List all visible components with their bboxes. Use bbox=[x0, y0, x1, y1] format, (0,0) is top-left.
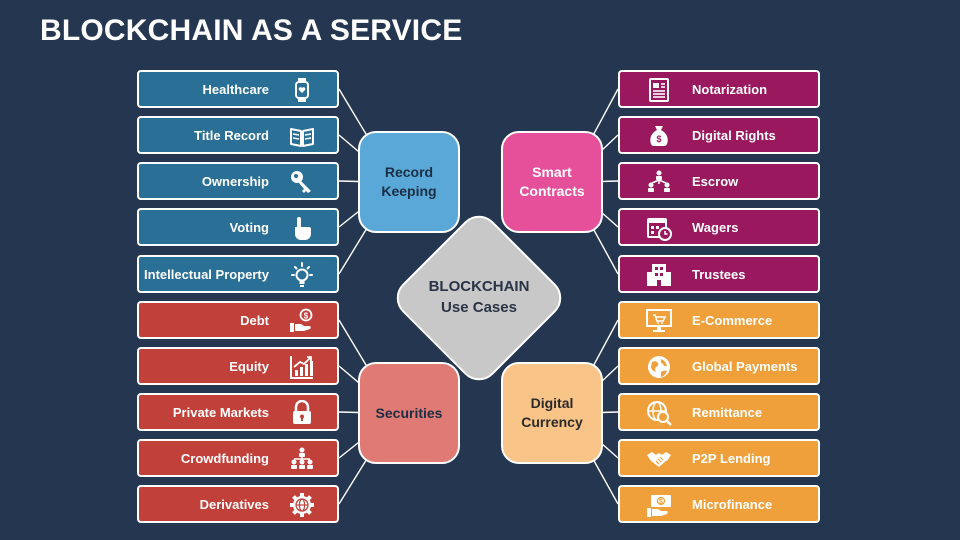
calendar-clock-icon bbox=[647, 218, 672, 241]
use-case-e-commerce: E-Commerce bbox=[618, 301, 820, 339]
use-case-label: Escrow bbox=[692, 173, 739, 189]
use-case-label: Derivatives bbox=[199, 496, 269, 512]
handshake-icon bbox=[647, 452, 671, 467]
globe-icon bbox=[648, 356, 670, 378]
center-label: BLOCKCHAIN Use Cases bbox=[418, 276, 540, 318]
use-case-label: Title Record bbox=[194, 127, 269, 143]
use-case-label: Intellectual Property bbox=[144, 266, 269, 282]
pointing-hand-icon bbox=[295, 217, 311, 240]
document-icon bbox=[649, 78, 669, 102]
padlock-icon bbox=[293, 400, 311, 424]
use-case-digital-rights: Digital Rights $ bbox=[618, 116, 820, 154]
use-case-p2p-lending: P2P Lending bbox=[618, 439, 820, 477]
svg-text:$: $ bbox=[659, 499, 663, 506]
hub-smart-contracts: Smart Contracts bbox=[501, 131, 603, 233]
key-icon bbox=[291, 171, 311, 193]
use-case-label: Equity bbox=[229, 358, 269, 374]
hub-digital-currency: Digital Currency bbox=[501, 362, 603, 464]
use-case-remittance: Remittance bbox=[618, 393, 820, 431]
use-case-crowdfunding: Crowdfunding bbox=[137, 439, 339, 477]
use-case-wagers: Wagers bbox=[618, 208, 820, 246]
building-icon bbox=[647, 264, 671, 286]
use-case-label: Remittance bbox=[692, 404, 763, 420]
cash-hand-icon: $ bbox=[647, 495, 671, 517]
use-case-label: Microfinance bbox=[692, 496, 773, 512]
use-case-derivatives: Derivatives bbox=[137, 485, 339, 523]
use-case-label: Digital Rights bbox=[692, 127, 776, 143]
use-case-private-markets: Private Markets bbox=[137, 393, 339, 431]
use-case-label: Ownership bbox=[201, 173, 269, 189]
use-case-notarization: Notarization bbox=[618, 70, 820, 108]
use-case-label: Private Markets bbox=[172, 404, 269, 420]
people-network-icon bbox=[648, 170, 670, 192]
use-case-label: Notarization bbox=[692, 81, 768, 97]
crowd-network-icon bbox=[291, 447, 313, 469]
center-label-line2: Use Cases bbox=[441, 299, 517, 316]
page-title: BLOCKCHAIN AS A SERVICE bbox=[40, 14, 463, 47]
smartwatch-heart-icon bbox=[295, 78, 309, 102]
use-case-label: Global Payments bbox=[692, 358, 798, 374]
use-case-label: Healthcare bbox=[202, 81, 269, 97]
use-case-healthcare: Healthcare bbox=[137, 70, 339, 108]
use-case-label: Crowdfunding bbox=[180, 450, 269, 466]
center-label-line1: BLOCKCHAIN bbox=[428, 278, 530, 295]
use-case-label: Wagers bbox=[692, 219, 739, 235]
open-book-icon bbox=[290, 128, 314, 147]
use-case-label: Voting bbox=[229, 219, 269, 235]
use-case-label: P2P Lending bbox=[692, 450, 771, 466]
svg-text:$: $ bbox=[304, 312, 309, 321]
use-case-microfinance: Microfinance $ bbox=[618, 485, 820, 523]
use-case-equity: Equity bbox=[137, 347, 339, 385]
use-case-label: Debt bbox=[240, 312, 269, 328]
use-case-escrow: Escrow bbox=[618, 162, 820, 200]
monitor-cart-icon bbox=[646, 309, 672, 332]
hub-record-keeping: Record Keeping bbox=[358, 131, 460, 233]
use-case-label: Trustees bbox=[692, 266, 746, 282]
use-case-global-payments: Global Payments bbox=[618, 347, 820, 385]
hub-securities: Securities bbox=[358, 362, 460, 464]
lightbulb-icon bbox=[291, 262, 313, 287]
use-case-voting: Voting bbox=[137, 208, 339, 246]
hand-coin-icon: $ bbox=[290, 308, 313, 332]
use-case-trustees: Trustees bbox=[618, 255, 820, 293]
use-case-title-record: Title Record bbox=[137, 116, 339, 154]
use-case-label: E-Commerce bbox=[692, 312, 773, 328]
money-bag-icon: $ bbox=[650, 126, 668, 147]
growth-chart-icon bbox=[290, 356, 313, 379]
globe-search-icon bbox=[647, 401, 672, 426]
svg-text:$: $ bbox=[656, 134, 661, 144]
gear-globe-icon bbox=[290, 493, 314, 517]
use-case-ownership: Ownership bbox=[137, 162, 339, 200]
use-case-intellectual-property: Intellectual Property bbox=[137, 255, 339, 293]
use-case-debt: Debt $ bbox=[137, 301, 339, 339]
